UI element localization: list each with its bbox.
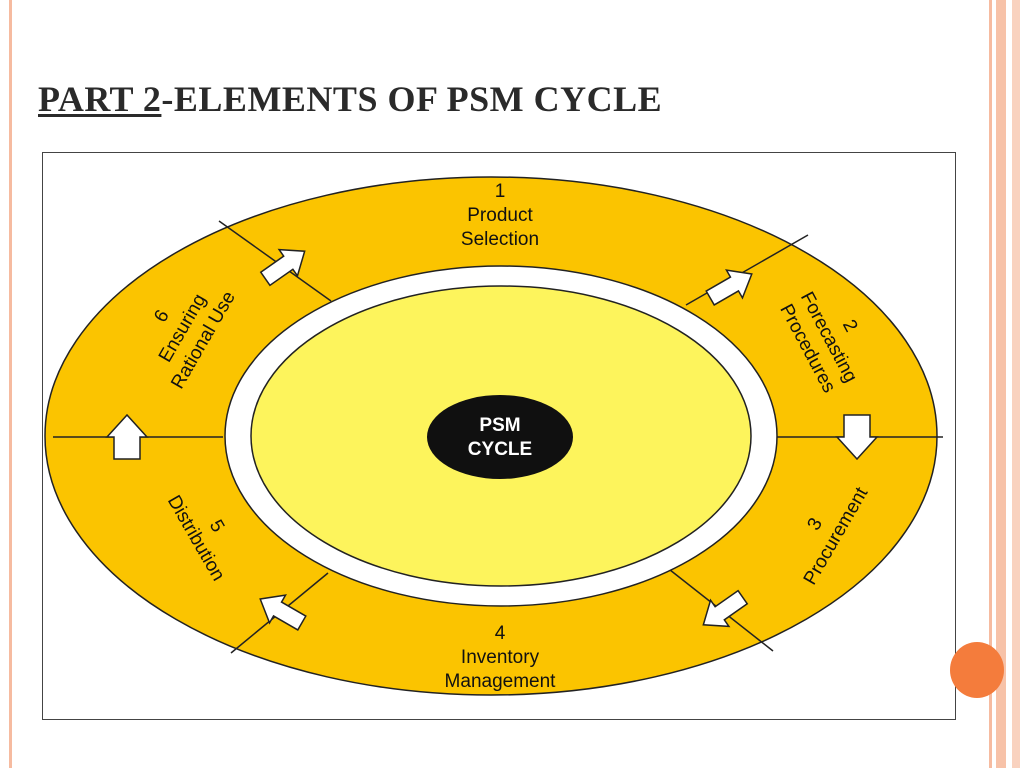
arrow-5-to-6 (105, 413, 149, 460)
slide-decoration-dot (950, 642, 1004, 698)
segment-1-number: 1 (495, 181, 506, 202)
arrow-2-to-3 (835, 414, 879, 461)
divider-1-2 (685, 234, 809, 306)
arrow-3-to-4 (702, 589, 749, 628)
slide-frame-right (984, 0, 1024, 768)
segment-1: 1 Product Selection (461, 181, 539, 250)
arrow-4-to-5 (259, 594, 307, 631)
arrow-1-to-2 (705, 269, 753, 306)
slide-title: PART 2-ELEMENTS OF PSM CYCLE (38, 78, 662, 120)
segment-4: 4 Inventory Management (445, 623, 557, 692)
segment-4-number: 4 (495, 623, 506, 644)
slide-frame-left (9, 0, 12, 768)
slide-title-part: PART 2 (38, 79, 162, 119)
segment-1-line2: Selection (461, 229, 539, 250)
arrow-6-to-1 (259, 248, 306, 287)
psm-cycle-svg: PSM CYCLE 1 Product Selection 2 Forecast… (44, 176, 943, 696)
cycle-arrows (105, 248, 879, 631)
psm-cycle-diagram: PSM CYCLE 1 Product Selection 2 Forecast… (42, 152, 956, 720)
slide-title-rest: -ELEMENTS OF PSM CYCLE (161, 79, 663, 119)
center-label-line2: CYCLE (468, 439, 532, 460)
divider-6-1 (218, 220, 332, 302)
segment-4-line2: Management (445, 671, 557, 692)
segment-1-line1: Product (467, 205, 533, 226)
center-label-line1: PSM (479, 415, 520, 436)
center-disc (427, 395, 573, 479)
segment-4-line1: Inventory (461, 647, 540, 668)
